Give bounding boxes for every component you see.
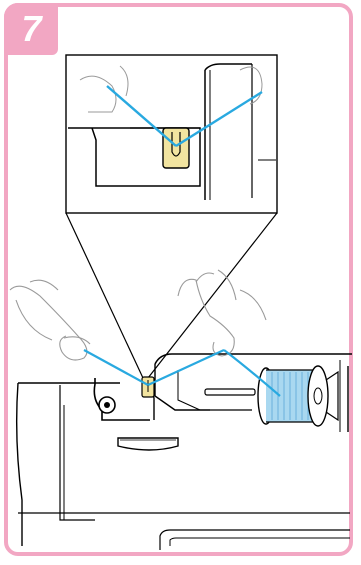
thread-guide	[142, 377, 154, 397]
thread-spool	[258, 366, 338, 426]
hands	[10, 270, 266, 360]
inset-zoom	[66, 55, 277, 213]
